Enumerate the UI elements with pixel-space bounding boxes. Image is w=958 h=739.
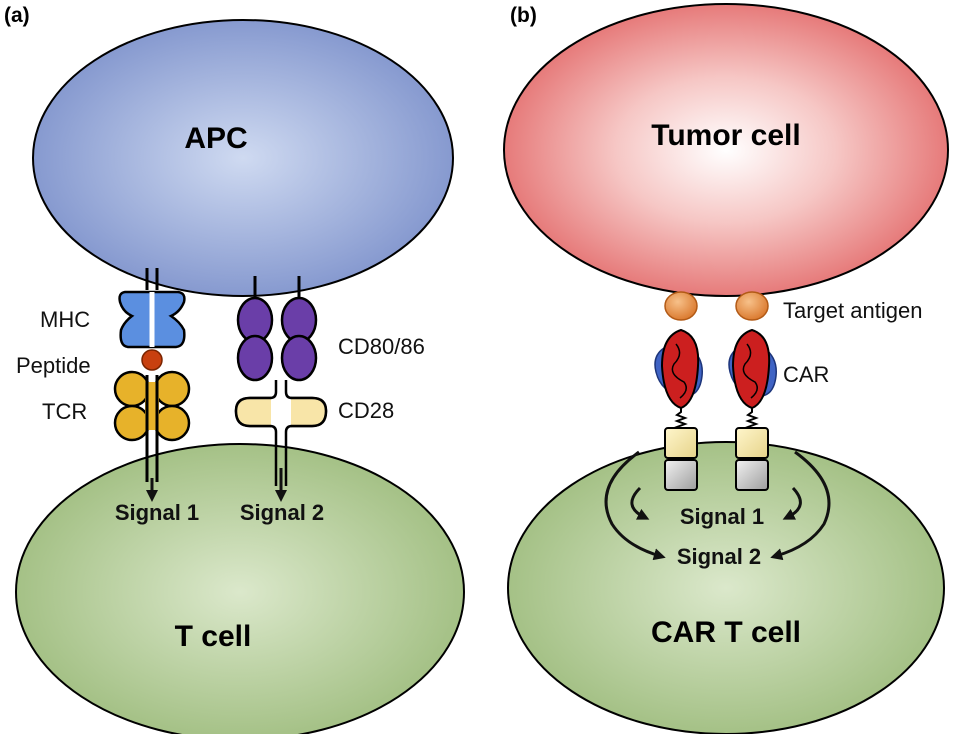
cd28-label: CD28: [338, 398, 394, 423]
peptide: [141, 349, 163, 371]
target-antigen-right: [735, 291, 769, 321]
signal-2-label-b: Signal 2: [677, 544, 761, 569]
car-t-cell: [507, 441, 945, 735]
apc-label: APC: [184, 122, 247, 155]
tumor-cell: [503, 3, 949, 297]
signal-1-arrow-left: [630, 486, 650, 520]
mhc-molecule: [118, 268, 186, 349]
tumor-cell-label: Tumor cell: [651, 119, 800, 152]
signal-1-arrow-right: [782, 486, 802, 520]
target-antigen-label: Target antigen: [783, 298, 922, 323]
target-antigen-left: [664, 291, 698, 321]
panel-a-label: (a): [4, 4, 30, 27]
signal-1-label-a: Signal 1: [115, 500, 199, 525]
panel-a: (a) APC T cell: [4, 4, 465, 739]
signal-2-arrow-right: [770, 450, 831, 561]
t-cell-label: T cell: [175, 620, 252, 653]
cd80-86-label: CD80/86: [338, 334, 425, 359]
car-receptor-left: [654, 328, 703, 491]
panel-b-label: (b): [510, 4, 537, 27]
mhc-label: MHC: [40, 307, 90, 332]
t-cell: [15, 443, 465, 739]
signal-2-arrow-left: [604, 450, 666, 561]
tcr-molecule: [113, 370, 191, 482]
signal-2-label-a: Signal 2: [240, 500, 324, 525]
peptide-label: Peptide: [16, 353, 91, 378]
apc-cell: [32, 19, 454, 297]
panel-b: (b) Tumor cell CAR T cell: [503, 3, 949, 735]
car-label: CAR: [783, 362, 829, 387]
car-receptor-right: [728, 328, 777, 491]
cd80-86-molecule: [236, 276, 318, 382]
tcr-label: TCR: [42, 399, 87, 424]
cd28-molecule: [234, 380, 328, 486]
car-t-cell-label: CAR T cell: [651, 616, 801, 649]
signal-1-label-b: Signal 1: [680, 504, 764, 529]
